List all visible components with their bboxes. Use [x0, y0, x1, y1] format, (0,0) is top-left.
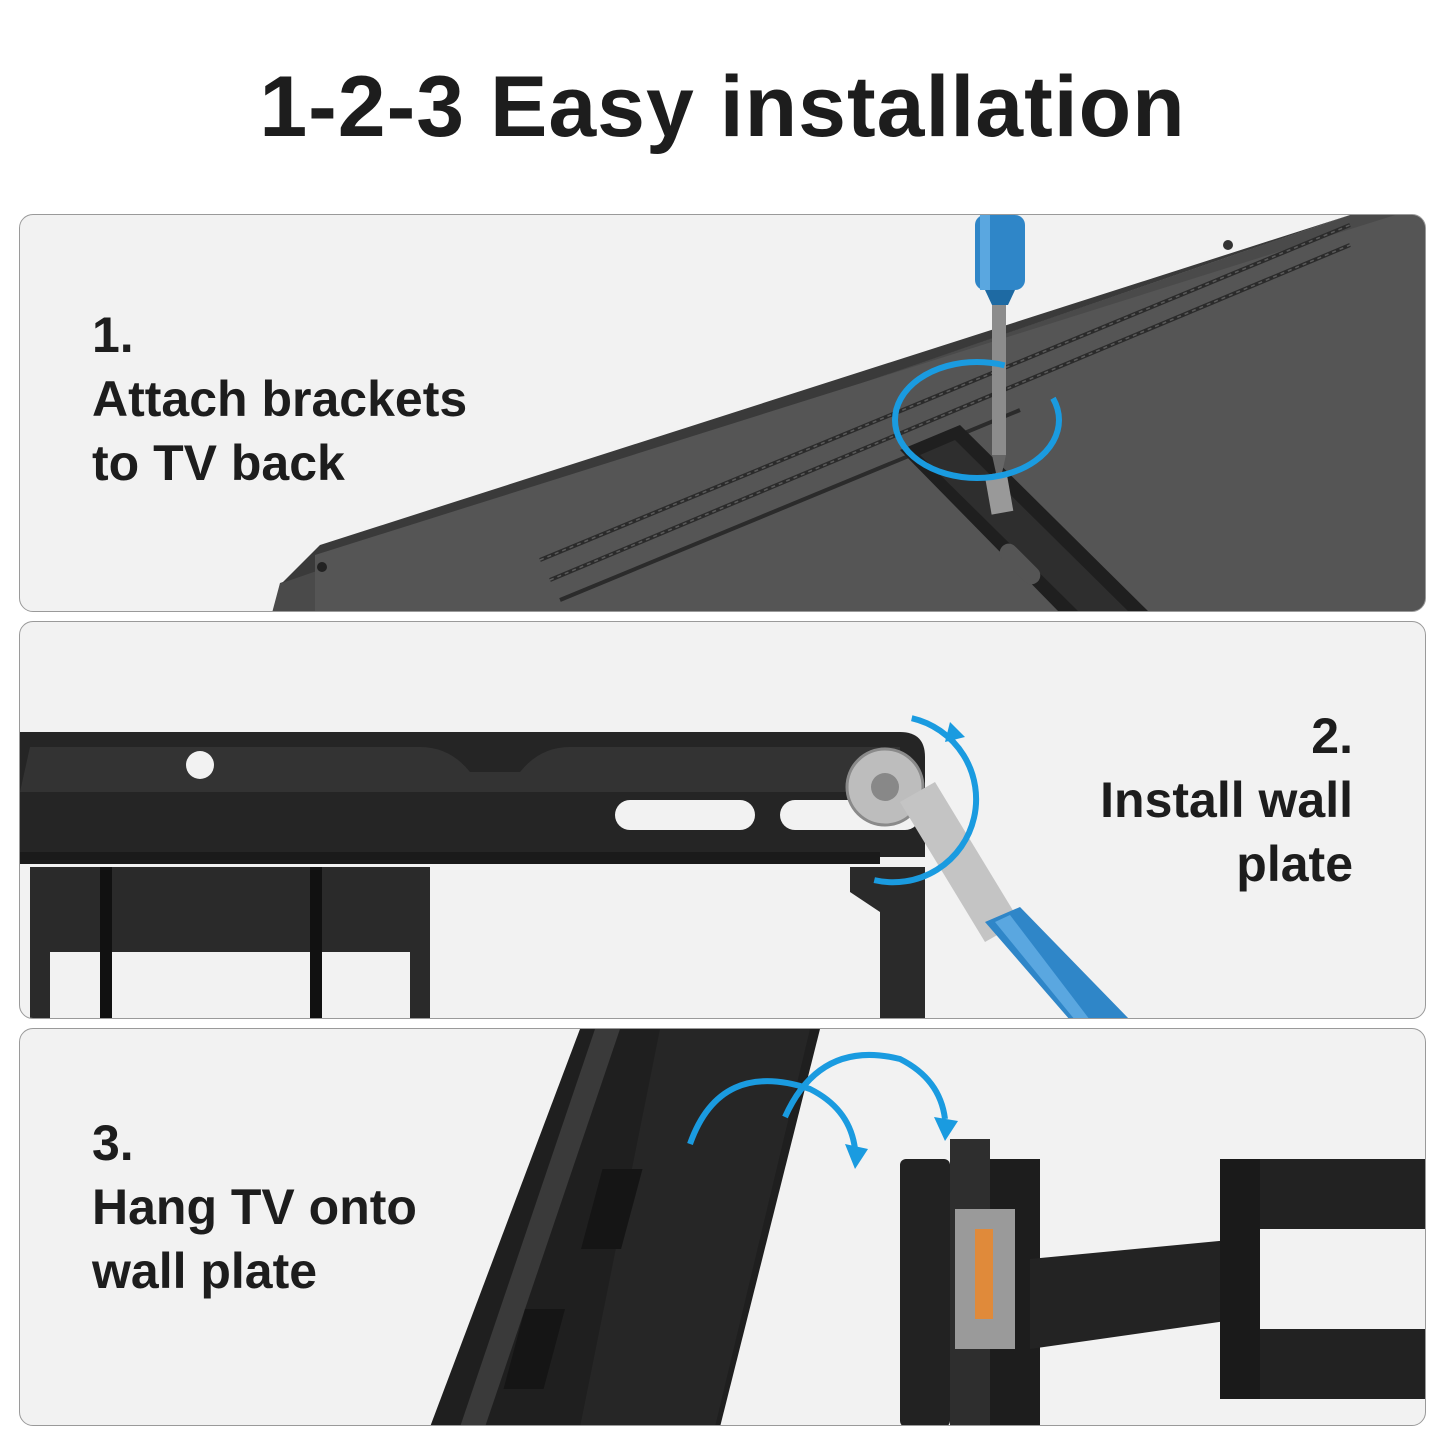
step-3-text: 3. Hang TV onto wall plate	[92, 1111, 417, 1303]
step-3-panel: 3. Hang TV onto wall plate	[19, 1028, 1426, 1426]
step-1-line-2: to TV back	[92, 435, 345, 491]
step-2-text: 2. Install wall plate	[1100, 704, 1353, 896]
step-2-number: 2.	[1311, 708, 1353, 764]
step-1-number: 1.	[92, 307, 134, 363]
step-2-panel: 2. Install wall plate	[19, 621, 1426, 1019]
screwdriver-tv-back-illustration	[272, 215, 1425, 611]
step-3-number: 3.	[92, 1115, 134, 1171]
highlight-circle-icon	[892, 359, 1062, 481]
ratchet-wall-plate-illustration	[20, 715, 1129, 1018]
hang-arrow-icon	[782, 1051, 948, 1120]
tv-hang-illustration	[430, 1029, 1425, 1425]
step-1-panel: 1. Attach brackets to TV back	[19, 214, 1426, 612]
step-3-line-2: wall plate	[92, 1243, 318, 1299]
step-2-line-2: plate	[1236, 836, 1353, 892]
rotate-arrow-icon	[873, 715, 980, 886]
step-1-line-1: Attach brackets	[92, 371, 468, 427]
step-2-line-1: Install wall	[1100, 772, 1353, 828]
step-1-text: 1. Attach brackets to TV back	[92, 303, 467, 495]
step-3-line-1: Hang TV onto	[92, 1179, 417, 1235]
page-title: 1-2-3 Easy installation	[259, 59, 1186, 155]
